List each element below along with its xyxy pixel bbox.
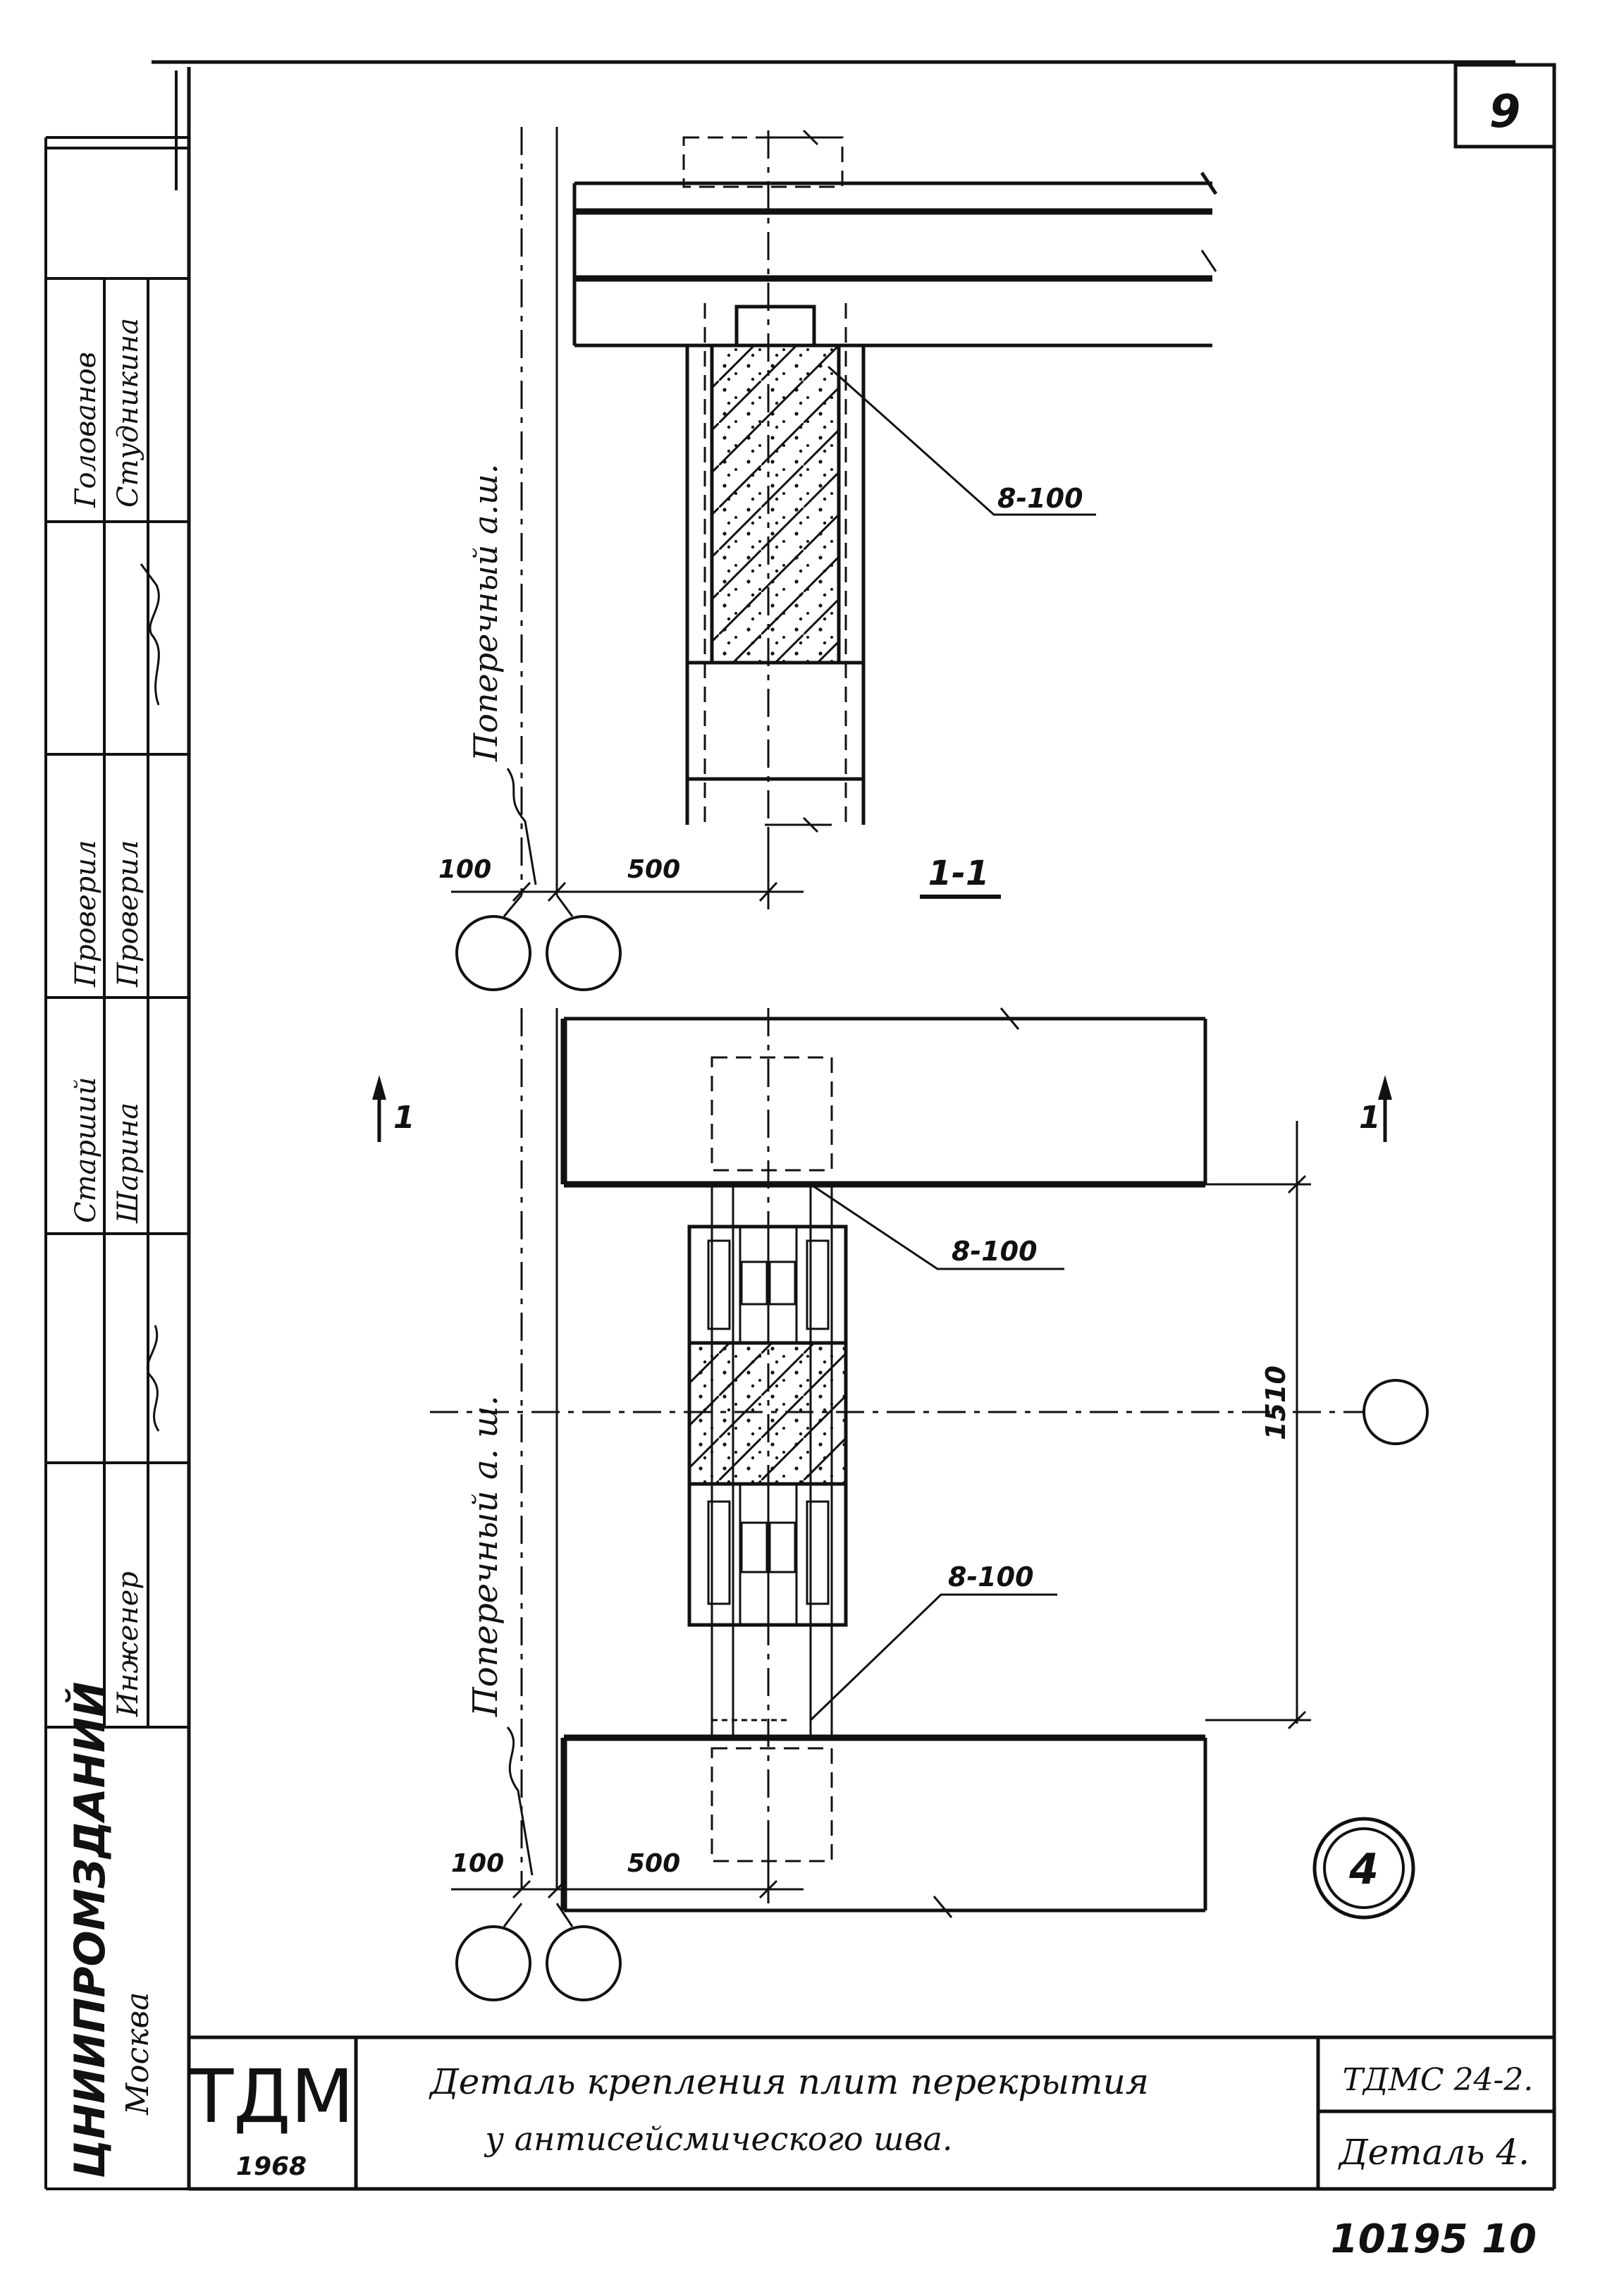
sheet-number-box: 9 <box>1453 63 1556 149</box>
dim-height: 1510 <box>1260 1366 1291 1440</box>
axis-label-upper: Поперечный а.ш. <box>467 464 505 762</box>
stamp-role-3: Старший <box>70 1077 102 1223</box>
stamp-name-3: Шарина <box>112 1103 144 1224</box>
axis-bubble <box>455 1925 531 2001</box>
sheet-number: 9 <box>1489 86 1521 138</box>
dim-bottom-offset: 100 <box>451 1849 504 1878</box>
axis-bubble <box>455 915 531 991</box>
dim-top-length: 500 <box>627 855 680 884</box>
concrete-joint <box>687 1341 848 1486</box>
column-bracket-upper <box>687 1225 848 1345</box>
stamp-role-4: Инженер <box>112 1571 144 1717</box>
dim-bottom-length: 500 <box>627 1849 680 1878</box>
detail-number: 4 <box>1348 1845 1379 1894</box>
axis-bubble <box>546 915 622 991</box>
side-stamp: Голованов Студникина Проверил Проверил С… <box>44 70 189 2190</box>
stamp-sig-1: Студникина <box>112 318 144 508</box>
signature-scribble <box>146 1325 160 1432</box>
stamp-city: Москва <box>120 1992 156 2116</box>
dimension-line-lower <box>451 1833 804 1903</box>
stamp-name-1: Голованов <box>70 352 102 508</box>
archive-number: 10195 10 <box>1331 2216 1537 2262</box>
sheet-frame <box>152 60 1556 2191</box>
callout-leader <box>809 1593 1057 1722</box>
section-label: 1-1 <box>928 854 990 893</box>
callout-plan-bottom: 8-100 <box>948 1561 1034 1593</box>
plan-slab-bottom <box>560 1719 1207 1918</box>
svg-text:1: 1 <box>393 1100 415 1136</box>
detail-marker: 4 <box>1312 1817 1415 1920</box>
floor-slab <box>572 171 1218 348</box>
tdm-logo: TДM <box>188 2054 355 2140</box>
stamp-org: ЦНИИПРОМЗДАНИЙ <box>65 1682 115 2178</box>
svg-text:1: 1 <box>1359 1100 1381 1136</box>
title-block: TДM 1968 Деталь крепления плит перекрыти… <box>188 2035 1554 2189</box>
column-bracket-lower <box>687 1482 848 1627</box>
plan-view: 1 1 <box>372 1007 1429 2001</box>
section-mark-left: 1 <box>372 1075 415 1142</box>
axis-label-plan: Поперечный а. ш. <box>466 1395 505 1717</box>
callout-plan-top: 8-100 <box>952 1236 1038 1267</box>
column <box>682 129 866 899</box>
title-detail: Деталь 4. <box>1338 2132 1530 2173</box>
dimension-line-vertical <box>1205 1121 1311 1730</box>
title-code: ТДМС 24-2. <box>1343 2062 1534 2098</box>
title-line-1: Деталь крепления плит перекрытия <box>429 2061 1149 2102</box>
plan-slab-top <box>560 1007 1207 1188</box>
axis-bubble <box>1362 1379 1429 1445</box>
callout-upper: 8-100 <box>997 483 1083 514</box>
dim-top-offset: 100 <box>438 855 491 884</box>
title-line-2: у антисейсмического шва. <box>484 2120 952 2158</box>
section-view: 8-100 Поперечный а.ш. 100 500 1-1 <box>438 127 1218 991</box>
dimension-line-upper <box>451 832 804 909</box>
callout-leader <box>810 1183 1064 1270</box>
axis-bubble <box>546 1925 622 2001</box>
stamp-name-2: Проверил <box>112 840 144 988</box>
section-mark-right: 1 <box>1359 1075 1392 1142</box>
signature-scribble <box>140 563 160 706</box>
callout-leader <box>828 365 1096 516</box>
title-year: 1968 <box>236 2152 307 2181</box>
stamp-role-2: Проверил <box>70 840 102 988</box>
